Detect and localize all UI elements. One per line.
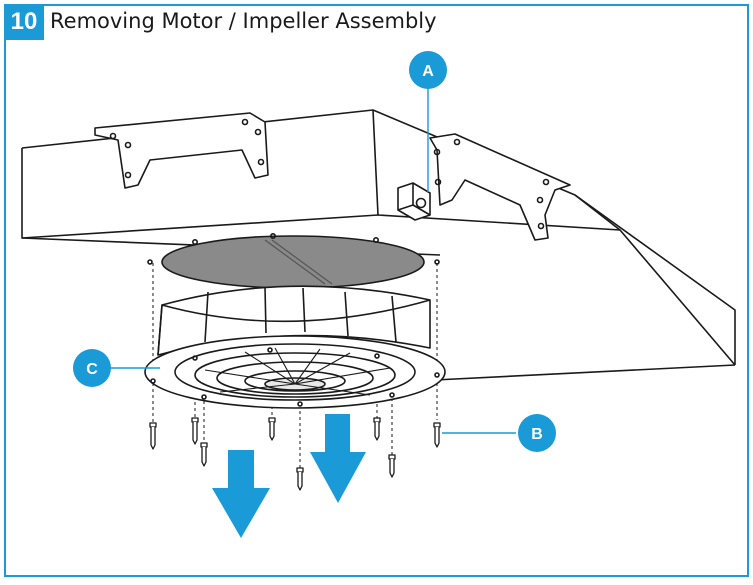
diagram-frame <box>4 4 749 577</box>
hood-front-bottom <box>434 364 736 381</box>
bracket-right <box>429 133 571 241</box>
callout-b <box>518 414 556 452</box>
hood-bottom-edge <box>21 214 736 366</box>
callout-c <box>73 349 111 387</box>
callout-a-label: A <box>422 63 434 80</box>
callout-b-label: B <box>531 426 543 443</box>
callout-c-label: C <box>86 361 98 378</box>
screw-icon <box>149 417 441 491</box>
hood-top-edge <box>372 109 379 216</box>
down-arrow-icon <box>212 414 366 538</box>
callout-a <box>409 51 447 89</box>
step-number-badge: 10 <box>4 4 44 40</box>
hood-side-edge <box>574 194 621 231</box>
callout-marker-icon: A B C <box>73 51 556 452</box>
fan-grille-spokes <box>204 347 391 396</box>
filter-opening <box>161 235 425 289</box>
page-title: Removing Motor / Impeller Assembly <box>50 9 437 33</box>
bracket-left <box>94 112 269 189</box>
